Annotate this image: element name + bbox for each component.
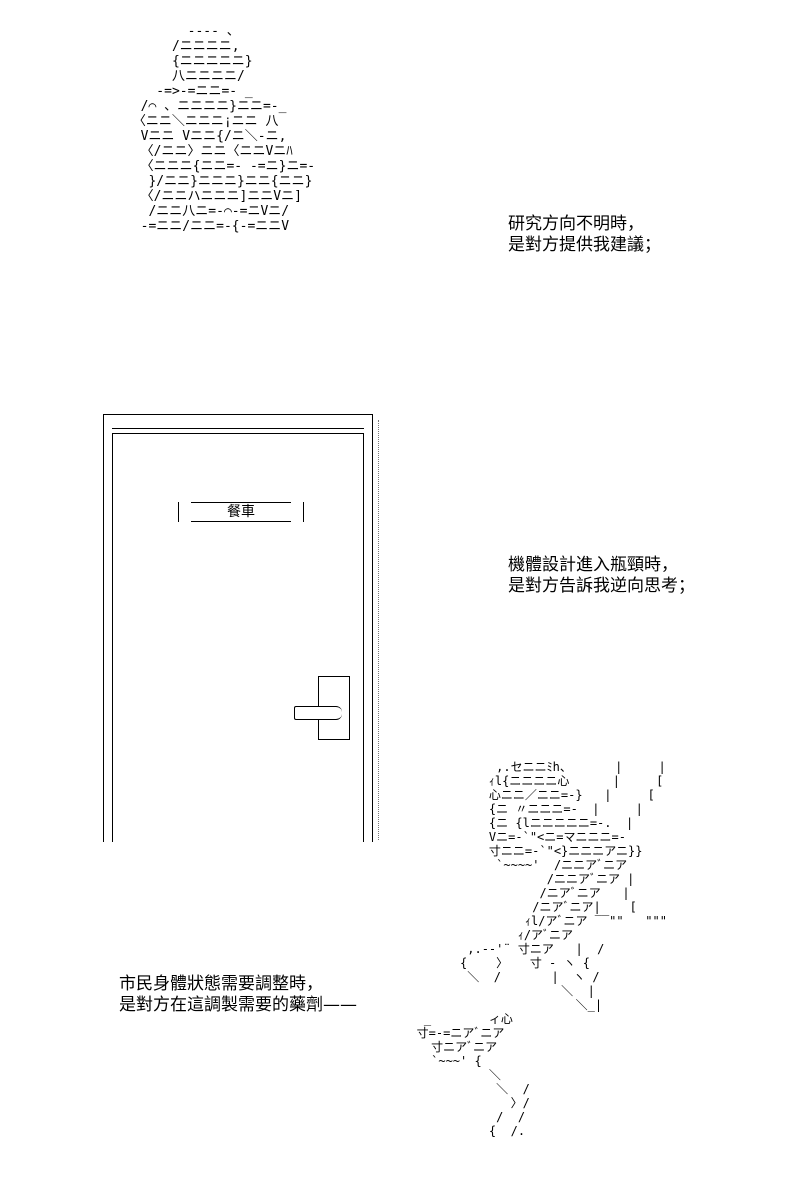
caption-3-line-1: 市民身體狀態需要調整時， xyxy=(119,974,323,994)
caption-3-line-2: 是對方在這調製需要的藥劑—— xyxy=(119,995,357,1015)
door-handle-lever xyxy=(294,706,342,720)
door-frame-outer xyxy=(103,414,373,842)
door-sign-label: 餐車 xyxy=(191,502,291,522)
caption-2-line-1: 機體設計進入瓶頸時， xyxy=(508,555,678,575)
caption-2-line-2: 是對方告訴我逆向思考； xyxy=(508,576,695,596)
door-sign: 餐車 xyxy=(178,502,304,522)
caption-2: 機體設計進入瓶頸時， 是對方告訴我逆向思考； xyxy=(508,555,695,597)
caption-1-line-1: 研究方向不明時， xyxy=(508,214,644,234)
caption-1-line-2: 是對方提供我建議； xyxy=(508,235,661,255)
ascii-figure-top: ---- 、 /ニニニニ, {ニニニニニ} 八ニニニニ/ -=>-=ニニ=- _… xyxy=(132,24,316,234)
ascii-figure-bottom: ,.セニニﾐh、 | | ｨl{ニニニニ心 | [ 心ニニ／ニニ=-} | [ … xyxy=(416,760,667,1138)
caption-1: 研究方向不明時， 是對方提供我建議； xyxy=(508,214,661,256)
door-side-dots xyxy=(378,420,379,840)
caption-3: 市民身體狀態需要調整時， 是對方在這調製需要的藥劑—— xyxy=(119,974,357,1016)
door-frame-line xyxy=(112,428,364,429)
door-frame-inner xyxy=(112,433,364,842)
